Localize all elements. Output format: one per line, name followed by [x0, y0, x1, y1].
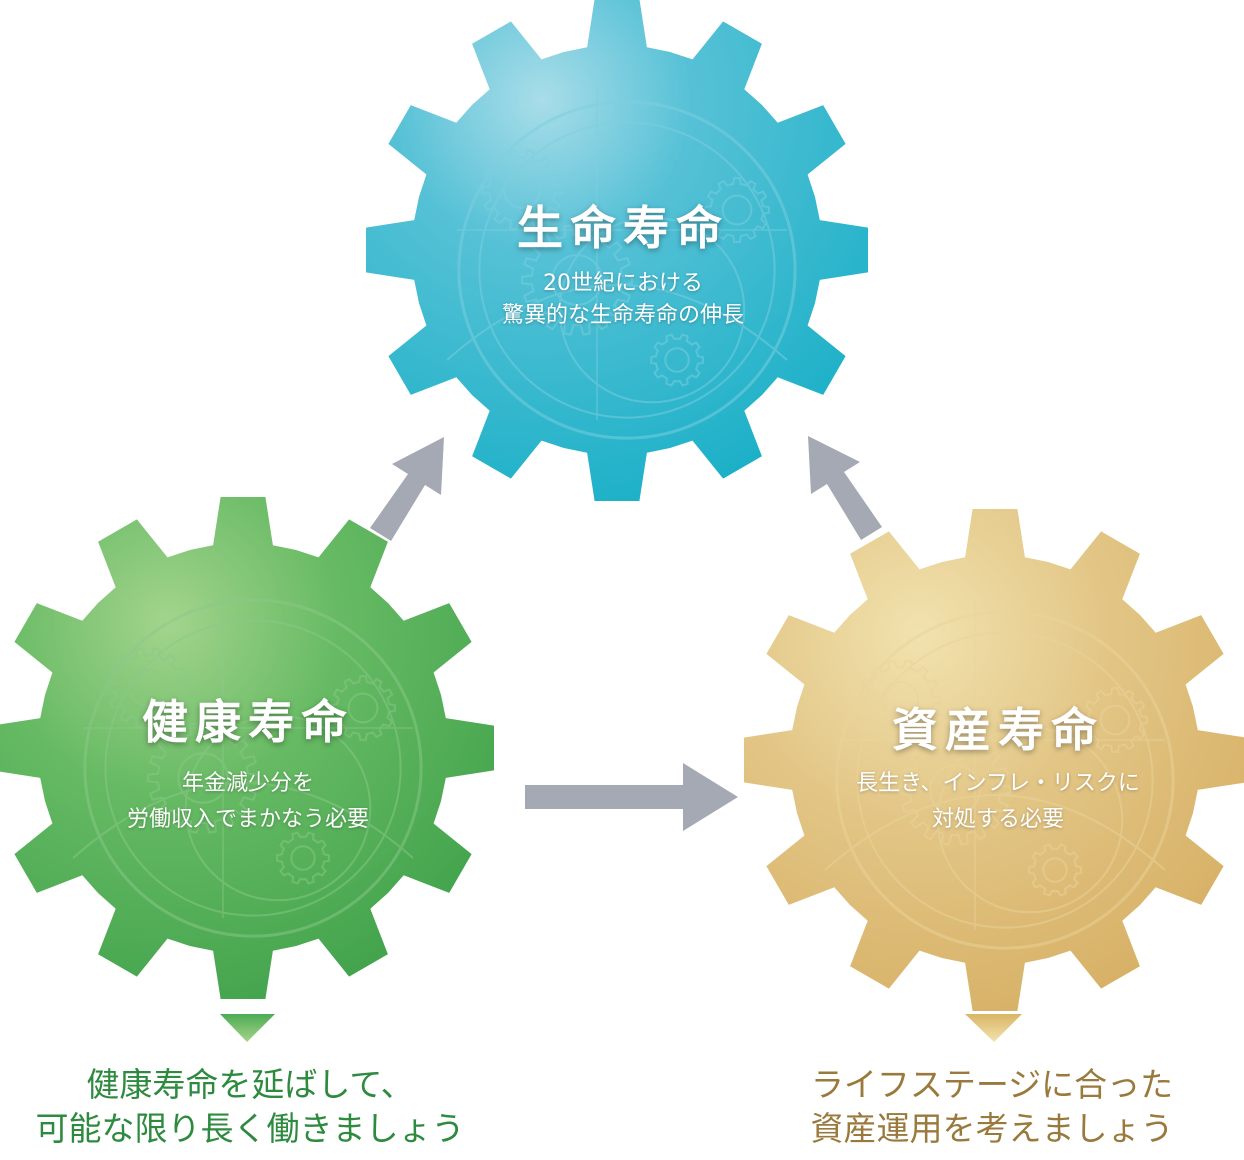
health-gear-subtitle-line1: 年金減少分を — [181, 771, 314, 796]
asset-gear-subtitle-line1: 長生き、インフレ・リスクに — [856, 771, 1140, 796]
health-conclusion: 健康寿命を延ばして、 可能な限り長く働きましょう — [0, 1063, 500, 1151]
asset-down-marker — [965, 1014, 1022, 1042]
health-conclusion-line2: 可能な限り長く働きましょう — [35, 1109, 465, 1148]
asset-gear-title: 資産寿命 — [892, 703, 1104, 757]
asset-conclusion-line2: 資産運用を考えましょう — [810, 1109, 1174, 1148]
life-gear — [366, 0, 868, 501]
arrow-asset-to-life — [808, 436, 882, 540]
life-gear-subtitle-line2: 驚異的な生命寿命の伸長 — [501, 303, 744, 328]
arrow-health-to-asset — [525, 763, 738, 831]
health-down-marker — [220, 1014, 275, 1042]
asset-conclusion-line1: ライフステージに合った — [810, 1065, 1174, 1104]
life-gear-title: 生命寿命 — [517, 201, 729, 255]
health-gear-subtitle-line2: 労働収入でまかなう必要 — [126, 807, 369, 832]
asset-gear — [744, 509, 1244, 1011]
arrow-health-to-life — [370, 437, 444, 541]
life-gear-subtitle-line1: 20世紀における — [543, 271, 703, 296]
asset-gear-subtitle-line2: 対処する必要 — [931, 807, 1064, 832]
health-gear-title: 健康寿命 — [142, 695, 354, 749]
health-conclusion-line1: 健康寿命を延ばして、 — [86, 1065, 414, 1104]
health-gear — [0, 497, 494, 999]
asset-conclusion: ライフステージに合った 資産運用を考えましょう — [740, 1063, 1244, 1151]
